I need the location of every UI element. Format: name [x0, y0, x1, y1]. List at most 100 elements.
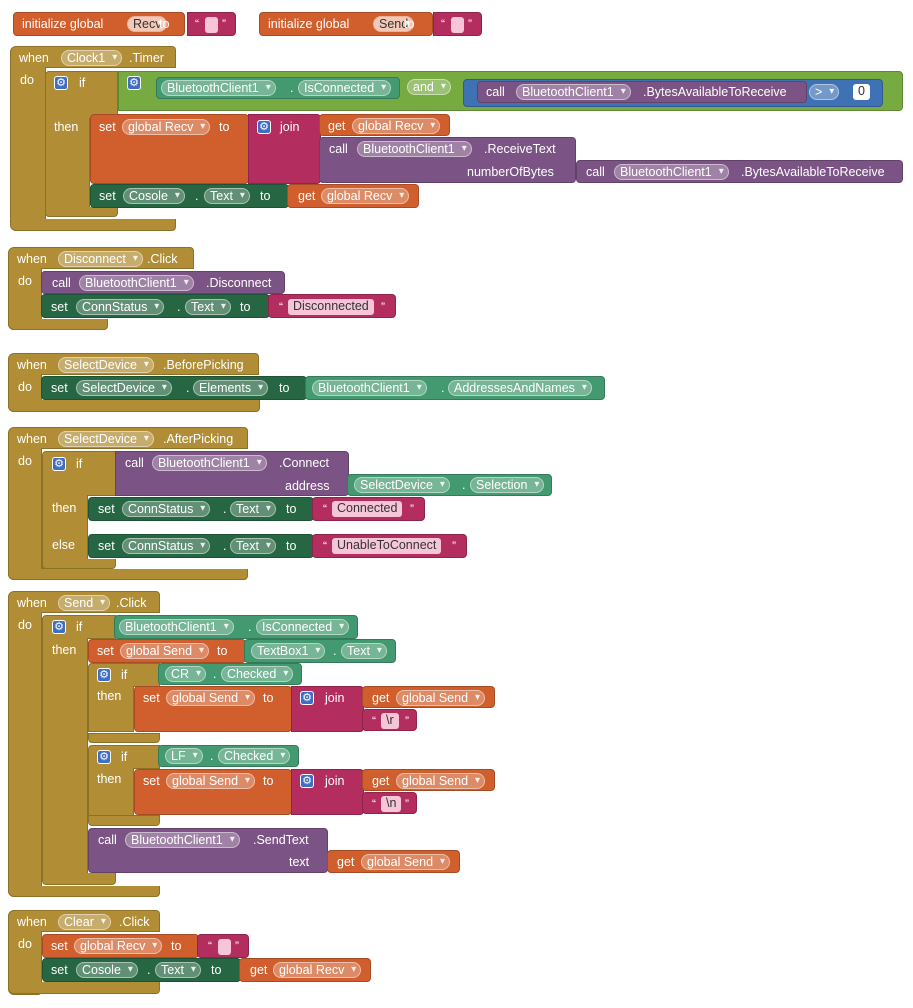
connected-text-value[interactable]: Connected	[332, 501, 403, 517]
set-select-device-elements-block[interactable]: set SelectDevice . Elements to	[41, 376, 307, 400]
text-prop-dropdown[interactable]: Text	[230, 501, 276, 517]
after-picking-event-header[interactable]: when SelectDevice .AfterPicking	[8, 427, 248, 449]
lf-text-block[interactable]: “ \n ”	[362, 792, 417, 814]
clear-event-header[interactable]: when Clear .Click	[8, 910, 160, 932]
mutator-gear-icon[interactable]: ⚙	[52, 457, 66, 471]
cr-checkbox-dropdown[interactable]: CR	[165, 666, 207, 682]
checked-prop-dropdown[interactable]: Checked	[218, 748, 291, 764]
timer-component-dropdown[interactable]: Clock1	[61, 50, 123, 66]
global-recv-dropdown[interactable]: global Recv	[352, 118, 441, 134]
set-status-connected-block[interactable]: set ConnStatus . Text to	[88, 497, 314, 521]
recv-init-value[interactable]	[205, 17, 218, 33]
global-send-dropdown[interactable]: global Send	[120, 643, 210, 659]
timer-receive-text-call[interactable]: call BluetoothClient1 .ReceiveText numbe…	[319, 137, 576, 183]
cr-text-value[interactable]: \r	[381, 713, 399, 729]
timer-event-header[interactable]: when Clock1 .Timer	[10, 46, 176, 68]
select-device-dropdown[interactable]: SelectDevice	[58, 431, 154, 447]
conn-status-dropdown[interactable]: ConnStatus	[76, 299, 165, 315]
bt-client-dropdown[interactable]: BluetoothClient1	[125, 832, 240, 848]
text-prop-dropdown[interactable]: Text	[155, 962, 201, 978]
recv-init-text-block[interactable]: “ ”	[187, 12, 236, 36]
global-name-recv[interactable]: Recv	[127, 16, 168, 32]
timer-bytes-available-call[interactable]: call BluetoothClient1 .BytesAvailableToR…	[477, 81, 807, 103]
timer-isconnected-getter[interactable]: BluetoothClient1 . IsConnected	[156, 77, 400, 99]
send-isconnected-getter[interactable]: BluetoothClient1 . IsConnected	[114, 615, 358, 639]
send-if-block[interactable]: ⚙ if	[42, 615, 116, 639]
cr-checked-getter[interactable]: CR . Checked	[158, 663, 302, 685]
global-send-dropdown[interactable]: global Send	[166, 690, 256, 706]
bt-client-dropdown[interactable]: BluetoothClient1	[79, 275, 194, 291]
set-status-unable-block[interactable]: set ConnStatus . Text to	[88, 534, 314, 558]
cr-text-block[interactable]: “ \r ”	[362, 709, 417, 731]
bt-client-dropdown[interactable]: BluetoothClient1	[516, 84, 631, 100]
textbox-dropdown[interactable]: TextBox1	[251, 643, 326, 659]
clear-component-dropdown[interactable]: Clear	[58, 914, 111, 930]
bt-client-dropdown[interactable]: BluetoothClient1	[357, 141, 472, 157]
global-send-dropdown[interactable]: global Send	[361, 854, 451, 870]
addresses-prop-dropdown[interactable]: AddressesAndNames	[448, 380, 592, 396]
isconnected-dropdown[interactable]: IsConnected	[298, 80, 392, 96]
selection-prop-dropdown[interactable]: Selection	[470, 477, 545, 493]
clear-empty-value[interactable]	[218, 939, 231, 955]
cr-set-send-block[interactable]: set global Send to	[134, 686, 292, 732]
isconnected-dropdown[interactable]: IsConnected	[256, 619, 350, 635]
disconnect-call-block[interactable]: call BluetoothClient1 .Disconnect	[41, 271, 285, 294]
mutator-gear-icon[interactable]: ⚙	[52, 620, 66, 634]
disconnected-text-block[interactable]: “ Disconnected ”	[268, 294, 396, 318]
global-send-dropdown[interactable]: global Send	[166, 773, 256, 789]
mutator-gear-icon[interactable]: ⚙	[127, 76, 141, 90]
cr-get-send-block[interactable]: get global Send	[362, 686, 495, 708]
mutator-gear-icon[interactable]: ⚙	[97, 668, 111, 682]
before-picking-event-header[interactable]: when SelectDevice .BeforePicking	[8, 353, 259, 375]
clear-set-console-block[interactable]: set Cosole . Text to	[42, 958, 241, 982]
select-device-dropdown[interactable]: SelectDevice	[354, 477, 450, 493]
bt-client-dropdown[interactable]: BluetoothClient1	[119, 619, 234, 635]
send-init-text-block[interactable]: “ ”	[433, 12, 482, 36]
send-component-dropdown[interactable]: Send	[58, 595, 111, 611]
lf-get-send-block[interactable]: get global Send	[362, 769, 495, 791]
elements-prop-dropdown[interactable]: Elements	[193, 380, 269, 396]
global-recv-dropdown[interactable]: global Recv	[74, 938, 163, 954]
global-name-send[interactable]: Send	[373, 16, 415, 32]
timer-get-recv-block[interactable]: get global Recv	[319, 114, 450, 136]
lf-set-send-block[interactable]: set global Send to	[134, 769, 292, 815]
timer-get-recv-block-2[interactable]: get global Recv	[287, 184, 419, 208]
after-picking-if-block[interactable]: ⚙ if	[42, 451, 116, 496]
send-text-get-send-block[interactable]: get global Send	[327, 850, 460, 873]
unable-text-value[interactable]: UnableToConnect	[332, 538, 442, 554]
select-device-dropdown[interactable]: SelectDevice	[76, 380, 172, 396]
mutator-gear-icon[interactable]: ⚙	[257, 120, 271, 134]
timer-join-block[interactable]: ⚙ join	[248, 114, 321, 184]
and-dropdown[interactable]: and	[407, 79, 451, 95]
checked-prop-dropdown[interactable]: Checked	[221, 666, 294, 682]
timer-set-console-text-block[interactable]: set Cosole . Text to	[90, 184, 289, 208]
mutator-gear-icon[interactable]: ⚙	[97, 750, 111, 764]
global-send-dropdown[interactable]: global Send	[396, 773, 486, 789]
compare-operator-dropdown[interactable]: >	[809, 84, 840, 100]
conn-status-dropdown[interactable]: ConnStatus	[122, 501, 211, 517]
global-recv-dropdown[interactable]: global Recv	[122, 119, 211, 135]
lf-checked-getter[interactable]: LF . Checked	[158, 745, 299, 767]
timer-set-recv-block[interactable]: set global Recv to	[90, 114, 249, 184]
send-init-value[interactable]	[451, 17, 464, 33]
console-dropdown[interactable]: Cosole	[76, 962, 138, 978]
lf-checkbox-dropdown[interactable]: LF	[165, 748, 203, 764]
lf-if-block[interactable]: ⚙ if	[88, 745, 160, 769]
mutator-gear-icon[interactable]: ⚙	[300, 691, 314, 705]
textbox-text-getter[interactable]: TextBox1 . Text	[244, 639, 396, 663]
send-event-header[interactable]: when Send .Click	[8, 591, 160, 613]
cr-if-block[interactable]: ⚙ if	[88, 663, 160, 687]
selection-getter[interactable]: SelectDevice . Selection	[347, 474, 552, 496]
text-prop-dropdown[interactable]: Text	[204, 188, 250, 204]
bt-client-dropdown[interactable]: BluetoothClient1	[614, 164, 729, 180]
global-recv-dropdown[interactable]: global Recv	[321, 188, 410, 204]
set-global-send-block[interactable]: set global Send to	[88, 639, 246, 663]
addresses-and-names-getter[interactable]: BluetoothClient1 . AddressesAndNames	[305, 376, 605, 400]
disconnect-set-status-block[interactable]: set ConnStatus . Text to	[41, 294, 270, 318]
disconnect-event-header[interactable]: when Disconnect .Click	[8, 247, 194, 269]
text-prop-dropdown[interactable]: Text	[185, 299, 231, 315]
global-send-dropdown[interactable]: global Send	[396, 690, 486, 706]
lf-text-value[interactable]: \n	[381, 796, 402, 812]
conn-status-dropdown[interactable]: ConnStatus	[122, 538, 211, 554]
text-prop-dropdown[interactable]: Text	[230, 538, 276, 554]
